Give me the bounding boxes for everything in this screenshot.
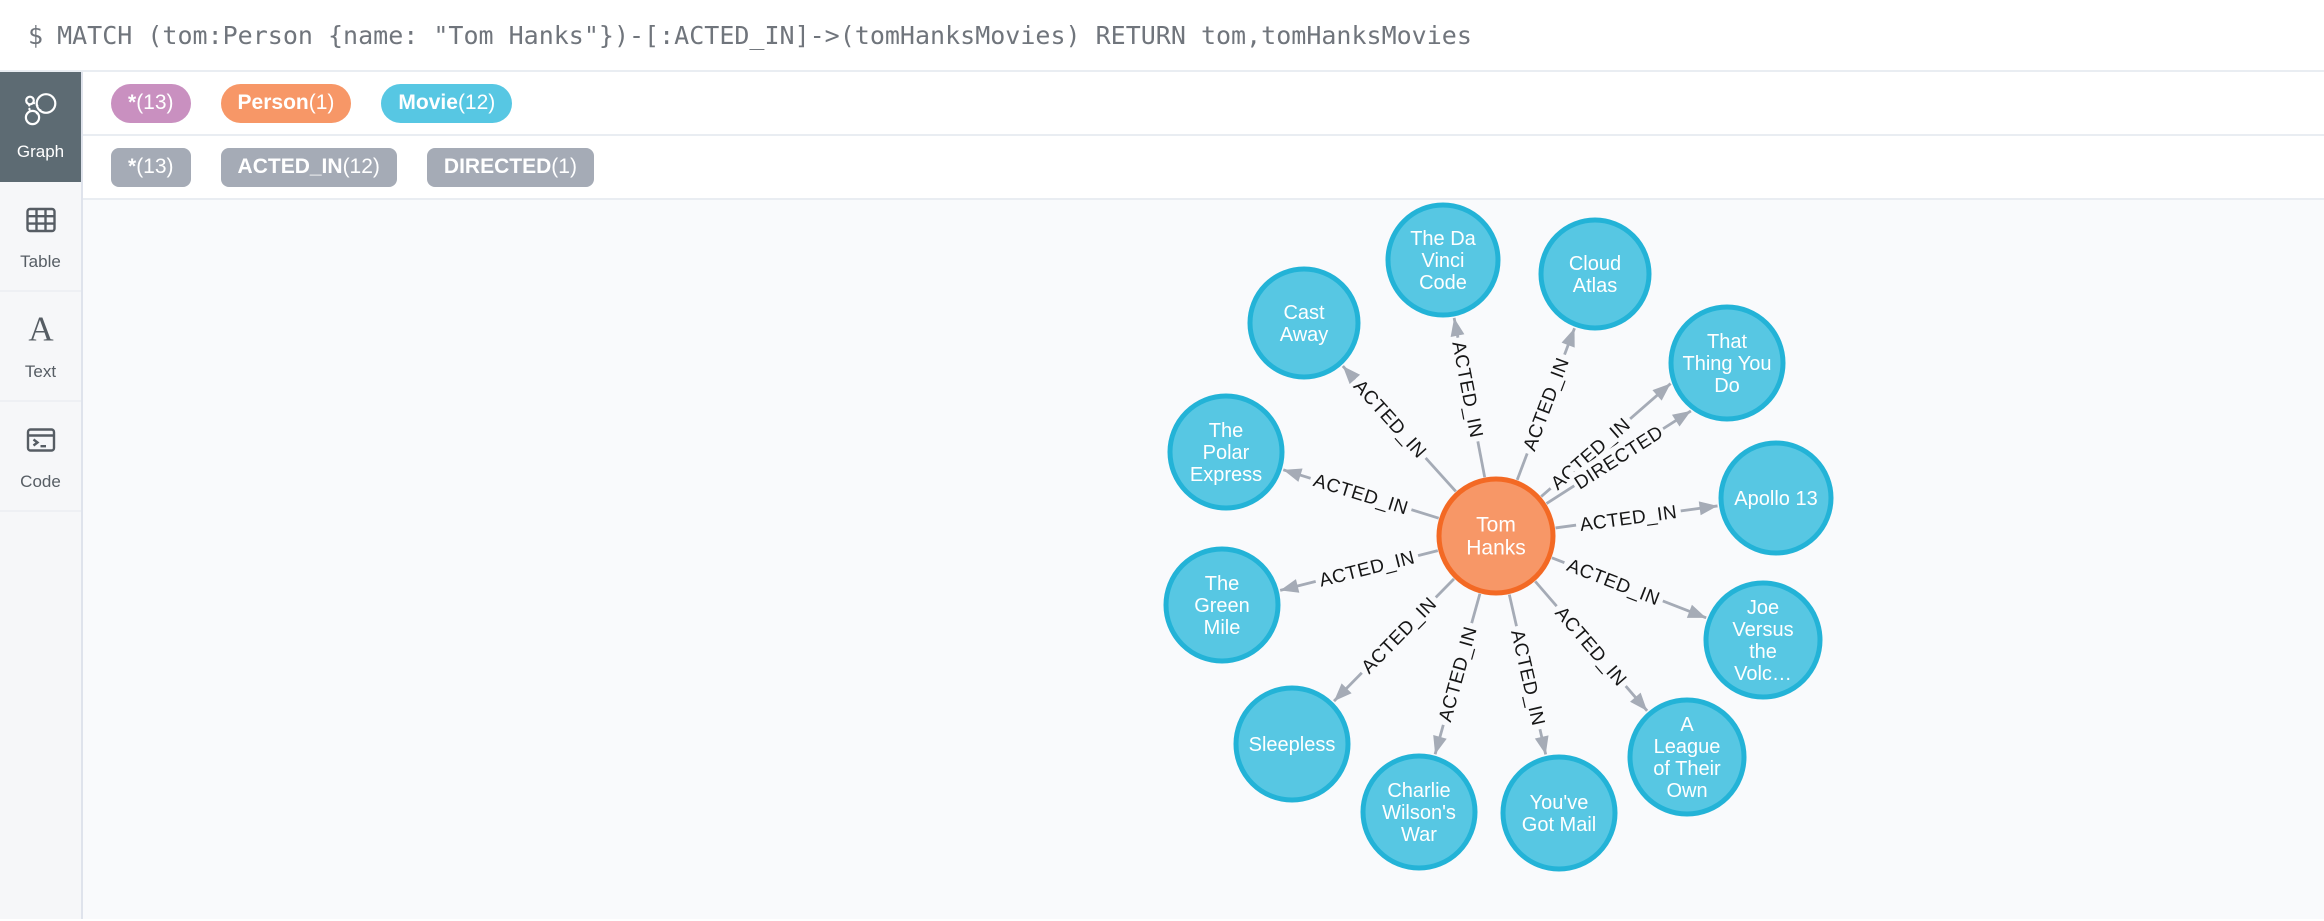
node-label-pill-count: (13) [136,91,174,114]
relationship-type-pill-name: * [128,155,137,178]
node-labels-row: *(13) Person(1) Movie(12) [83,72,2324,136]
graph-icon [21,90,61,135]
relationship-type-pill-name: DIRECTED [443,155,552,178]
relationship-type-pill-count: (12) [342,155,380,178]
tab-label-graph: Graph [16,142,65,161]
edge-acted_in-charlie[interactable]: ACTED_IN [1431,593,1484,755]
relationship-label-background [1353,589,1445,682]
edge-acted_in-apollo[interactable]: ACTED_IN [1555,499,1718,538]
relationship-label: ACTED_IN [1435,624,1482,724]
node-label-pill-count: (1) [308,91,335,114]
tab-text[interactable]: A Text [0,292,81,402]
edge-acted_in-green[interactable]: ACTED_IN [1279,543,1439,594]
relationship-label-background [1446,335,1490,444]
svg-text:A: A [28,310,54,349]
node-label-pill-name: Movie [398,91,458,114]
relationship-label: ACTED_IN [1349,376,1430,463]
edge-acted_in-mail[interactable]: ACTED_IN [1504,594,1552,755]
node-label-pill-count: (12) [457,91,496,114]
relationship-type-pill-all[interactable]: *(13) [111,147,191,187]
node-label-pill-person[interactable]: Person(1) [220,83,352,123]
relationship-label-background [1542,409,1639,498]
relationship-label: ACTED_IN [1550,603,1630,691]
relationship-label-background [1346,371,1435,466]
node-label-pill-all[interactable]: *(13) [111,83,191,123]
relationship-label: ACTED_IN [1358,593,1442,678]
relationship-label-background [1547,598,1635,694]
edge-acted_in-cast[interactable]: ACTED_IN [1341,365,1457,493]
relationship-label-background [1431,619,1484,729]
editor-prompt: $ [28,20,44,50]
relationship-label-background [1307,466,1415,522]
relationship-type-pill-name: ACTED_IN [237,155,343,178]
tab-graph[interactable]: Graph [0,72,81,182]
node-caption: Apollo 13 [1734,488,1817,510]
graph-node-apollo[interactable]: Apollo 13 [1718,440,1834,556]
edge-acted_in-cloud[interactable]: ACTED_IN [1515,327,1576,481]
relationship-type-pill-count: (13) [136,155,174,178]
relationship-label-background [1574,499,1683,538]
relationship-label: ACTED_IN [1311,470,1411,519]
text-icon: A [21,310,61,355]
relationship-label-background [1312,543,1422,594]
edge-acted_in-polar[interactable]: ACTED_IN [1282,466,1440,522]
relationship-type-pill-count: (1) [551,155,577,178]
cypher-query-input[interactable]: MATCH (tom:Person {name: "Tom Hanks"})-[… [57,20,1472,50]
relationship-label-background [1504,623,1552,732]
query-editor-bar: $ MATCH (tom:Person {name: "Tom Hanks"})… [0,0,2324,72]
tab-table[interactable]: Table [0,182,81,292]
node-label-pill-name: * [128,91,137,114]
node-label-pill-movie[interactable]: Movie(12) [381,83,513,123]
tab-label-text: Text [24,362,57,381]
graph-node-sleepless[interactable]: Sleepless [1233,685,1351,803]
node-label-pill-name: Person [237,91,309,114]
edge-acted_in-sleepless[interactable]: ACTED_IN [1333,577,1455,703]
edge-acted_in-joe[interactable]: ACTED_IN [1551,551,1707,620]
table-icon [21,200,61,245]
tab-label-code: Code [20,472,61,491]
result-main: *(13)Person(1)Movie(12) *(13)ACTED_IN(12… [83,72,2324,919]
relationship-label: ACTED_IN [1317,547,1417,591]
edge-acted_in-davinci[interactable]: ACTED_IN [1446,317,1490,478]
tab-label-table: Table [20,252,61,271]
relationship-label-background [1515,350,1576,458]
tab-code[interactable]: Code [0,402,81,512]
node-caption: Sleepless [1249,734,1336,756]
relationship-label: ACTED_IN [1506,628,1548,728]
relationship-label-background [1560,551,1668,613]
relationship-types-row: *(13) ACTED_IN(12) DIRECTED(1) [83,136,2324,200]
relationship-label-background [1567,418,1670,496]
relationship-type-pill-directed[interactable]: DIRECTED(1) [426,147,594,187]
relationship-type-pill-acted_in[interactable]: ACTED_IN(12) [220,147,397,187]
code-icon [21,420,61,465]
